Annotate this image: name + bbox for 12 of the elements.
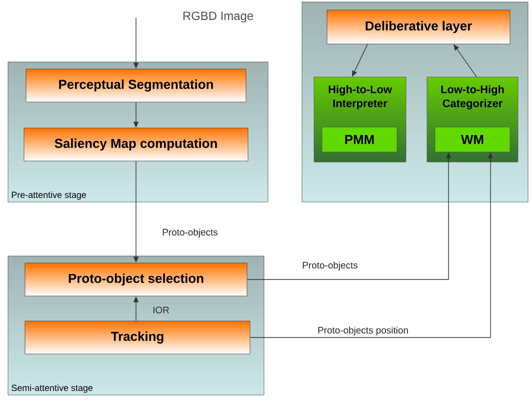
edge-label: Proto-objects bbox=[162, 228, 218, 238]
edge-label: IOR bbox=[153, 306, 169, 314]
memory-box: WM bbox=[434, 126, 510, 152]
edge-label: Proto-objects position bbox=[318, 326, 408, 336]
process-box: Perceptual Segmentation bbox=[26, 68, 246, 102]
edge-label: RGBD Image bbox=[183, 12, 253, 22]
process-box: Saliency Map computation bbox=[24, 128, 248, 162]
process-box: Deliberative layer bbox=[326, 10, 510, 44]
process-box: Proto-object selection bbox=[24, 262, 248, 296]
edge-label: Proto-objects bbox=[302, 262, 358, 270]
memory-box: PMM bbox=[322, 126, 398, 152]
process-box: Tracking bbox=[24, 320, 250, 354]
